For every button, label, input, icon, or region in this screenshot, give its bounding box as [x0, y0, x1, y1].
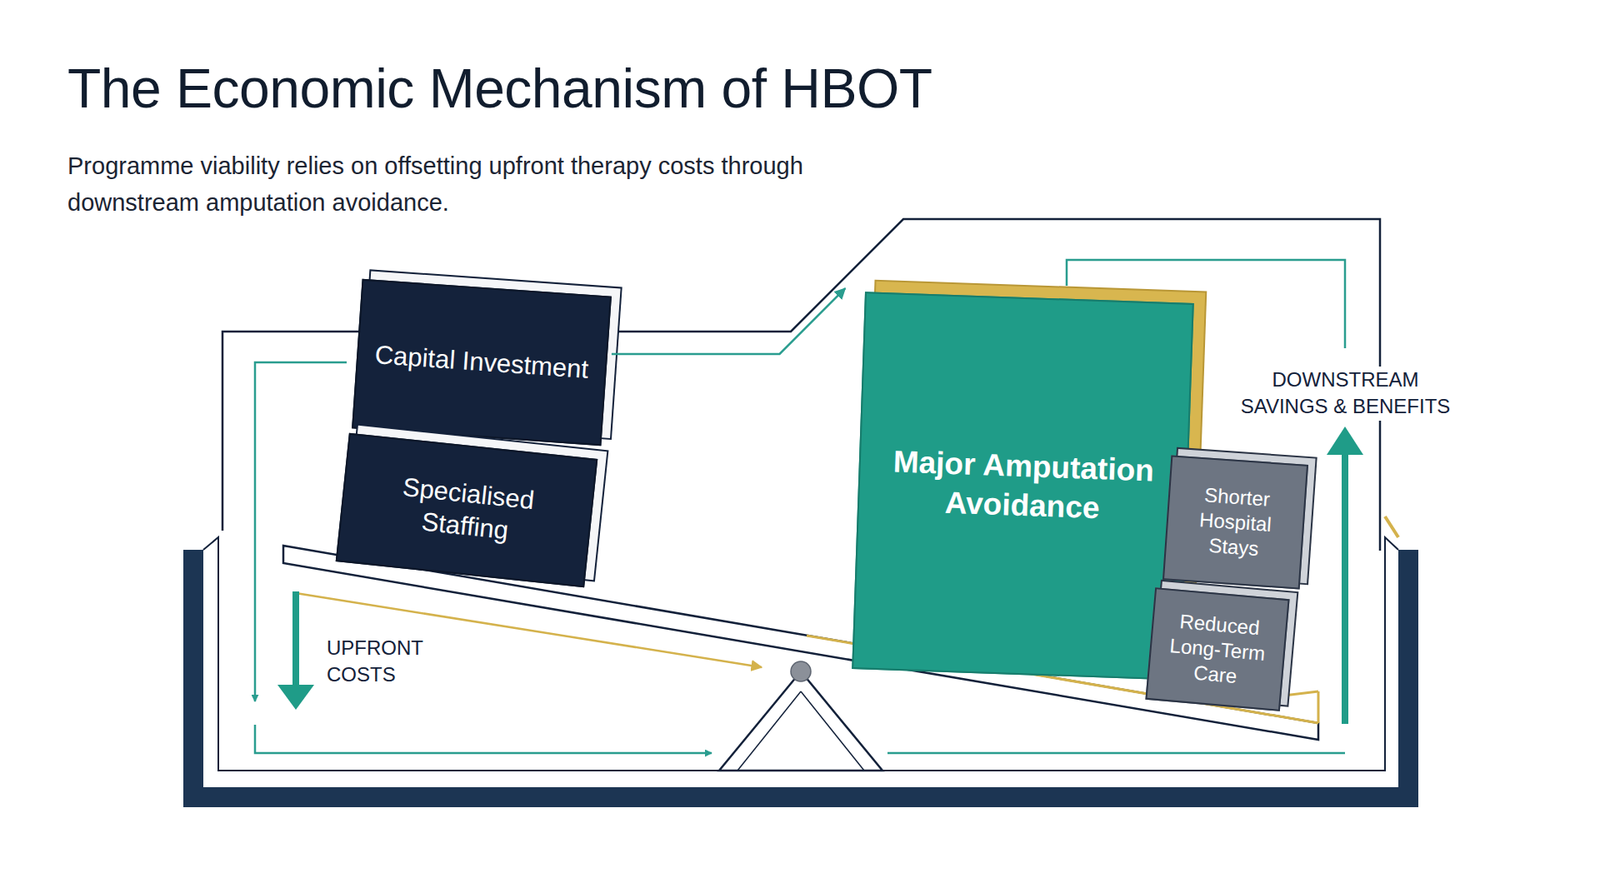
diagram-title: The Economic Mechanism of HBOT [67, 56, 933, 120]
down-arrow [292, 591, 300, 690]
benefit-block: Major Amputation Avoidance [851, 291, 1195, 681]
fulcrum-line [800, 691, 865, 771]
pivot [790, 661, 811, 682]
diagram-subtitle: Programme viability relies on offsetting… [67, 148, 818, 221]
gold-accent [1385, 516, 1399, 538]
base-post [183, 550, 204, 808]
base-bar [183, 787, 1419, 808]
axis-label: DOWNSTREAM SAVINGS & BENEFITS [1226, 366, 1465, 421]
plank-gold-edge [1317, 691, 1320, 724]
down-arrow-head [277, 685, 315, 710]
node-label: Reduced Long-Term Care [1160, 607, 1275, 692]
benefit-block: Reduced Long-Term Care [1145, 587, 1290, 712]
cost-block: Specialised Staffing [335, 433, 599, 589]
node-label: Major Amputation Avoidance [870, 442, 1175, 530]
connector-arrow [611, 288, 845, 355]
fulcrum-line [737, 691, 801, 771]
axis-label: UPFRONT COSTS [326, 635, 444, 690]
base-post [1398, 550, 1419, 808]
up-arrow [1341, 450, 1349, 725]
flow-line [255, 725, 712, 754]
node-label: Specialised Staffing [352, 466, 582, 555]
flow-line [887, 752, 1345, 755]
cost-block: Capital Investment [351, 279, 612, 446]
up-arrow-head [1326, 426, 1364, 455]
node-label: Capital Investment [374, 339, 590, 387]
node-label: Shorter Hospital Stays [1177, 480, 1294, 564]
fulcrum [719, 671, 883, 771]
benefit-block: Shorter Hospital Stays [1162, 455, 1309, 590]
